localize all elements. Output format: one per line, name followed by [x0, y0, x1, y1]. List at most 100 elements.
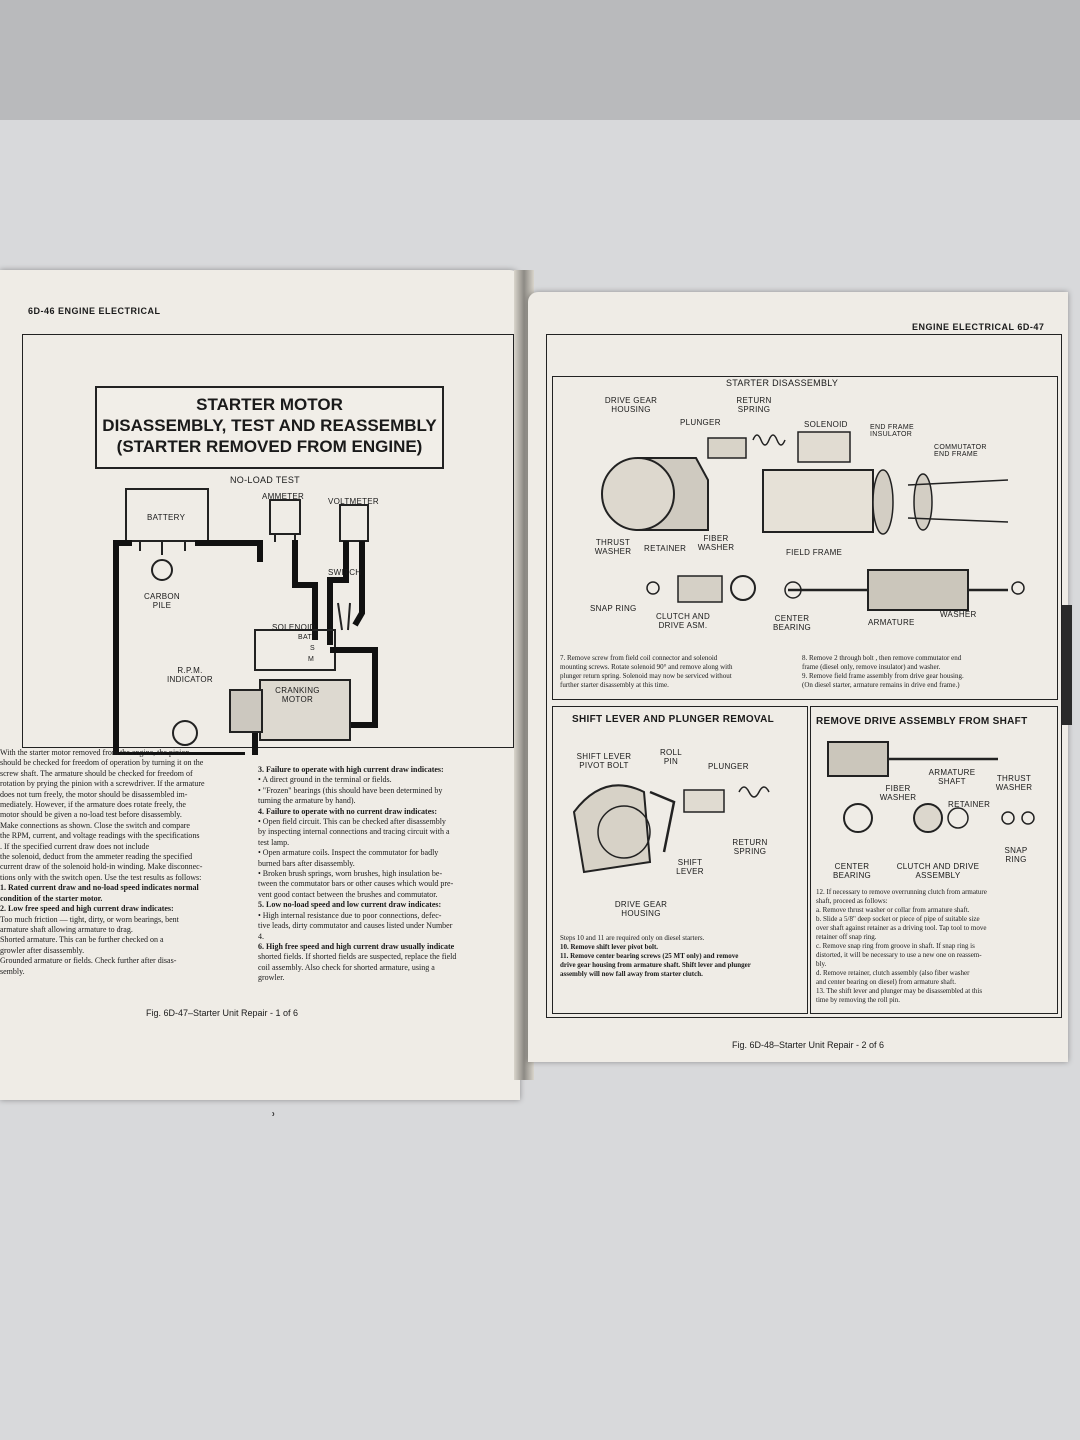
text-line: . If the specified current draw does not… — [0, 841, 150, 851]
drive-assembly-text: 12. If necessary to remove overrunning c… — [816, 888, 1056, 1005]
shift-return-spring-label: RETURN SPRING — [732, 838, 768, 856]
m-terminal-label: M — [308, 656, 315, 663]
drive-assembly-drawing — [827, 741, 1035, 833]
commutator-end-frame-label: COMMUTATOR END FRAME — [934, 444, 987, 458]
disassembly-title: STARTER DISASSEMBLY — [726, 378, 839, 388]
text-line: 1. Rated current draw and no-load speed … — [0, 883, 199, 893]
text-line: screw shaft. The armature should be chec… — [0, 768, 193, 778]
plunger-label: PLUNGER — [680, 418, 721, 427]
text-line: motor should be given a no-load test bef… — [0, 810, 182, 820]
text-line: • High internal resistance due to poor c… — [258, 910, 442, 920]
text-line: plunger return spring. Solenoid may now … — [560, 672, 732, 680]
text-line: 10. Remove shift lever pivot bolt. — [560, 943, 659, 951]
ammeter-label: AMMETER — [262, 492, 305, 501]
text-line: • Broken brush springs, worn brushes, hi… — [258, 869, 443, 879]
shift-lever-text: Steps 10 and 11 are required only on die… — [560, 934, 804, 979]
disassembly-text-right: 8. Remove 2 through bolt , then remove c… — [802, 654, 1052, 690]
shift-plunger-label: PLUNGER — [708, 762, 749, 771]
shift-lever-title: SHIFT LEVER AND PLUNGER REMOVAL — [572, 714, 775, 725]
text-line: 4. Failure to operate with no current dr… — [258, 806, 438, 816]
carbon-pile-label: CARBON PILE — [143, 592, 181, 610]
shift-lever-drawing — [572, 784, 770, 874]
right-figure-frame — [546, 334, 1062, 1018]
text-line: Grounded armature or fields. Check furth… — [0, 956, 177, 966]
cranking-motor-label: CRANKING MOTOR — [275, 686, 320, 704]
text-line: a. Remove thrust washer or collar from a… — [816, 906, 970, 914]
text-line: current draw of the solenoid hold-in win… — [0, 862, 203, 872]
text-line: over shaft against retainer as a driving… — [816, 924, 987, 932]
text-line: 8. Remove 2 through bolt , then remove c… — [802, 654, 962, 662]
drive-fiber-washer-label: FIBER WASHER — [879, 784, 917, 802]
text-line: sembly. — [0, 966, 25, 976]
right-page: ENGINE ELECTRICAL 6D-47 STARTER DISASSEM… — [528, 292, 1068, 1062]
text-line: 11. Remove center bearing screws (25 MT … — [560, 952, 739, 960]
text-line: distorted, it will be necessary to use a… — [816, 951, 982, 959]
text-line: Make connections as shown. Close the swi… — [0, 820, 190, 830]
text-line: drive gear housing from armature shaft. … — [560, 961, 751, 969]
text-line: time by removing the roll pin. — [816, 996, 900, 1004]
roll-pin-label: ROLL PIN — [659, 748, 683, 766]
shift-lever-panel — [552, 706, 808, 1014]
left-text-column-2: 3. Failure to operate with high current … — [258, 765, 494, 984]
drive-assembly-panel — [810, 706, 1058, 1014]
starter-exploded-view — [601, 431, 1025, 611]
solenoid-label: SOLENOID — [272, 623, 316, 632]
text-line: tive leads, dirty commutator and causes … — [258, 921, 453, 931]
drive-thrust-washer-label: THRUST WASHER — [995, 774, 1033, 792]
return-spring-label: RETURN SPRING — [736, 396, 772, 414]
end-frame-insulator-label: END FRAME INSULATOR — [870, 424, 914, 438]
text-line: • "Frozen" bearings (this should have be… — [258, 785, 443, 795]
right-page-header: ENGINE ELECTRICAL 6D-47 — [912, 322, 1045, 332]
voltmeter-label: VOLTMETER — [328, 497, 380, 506]
s-terminal-label: S — [310, 645, 315, 652]
fiber-washer-label: FIBER WASHER — [697, 534, 735, 552]
text-line: further starter disassembly at this time… — [560, 681, 669, 689]
text-line: rotation by prying the pinion with a scr… — [0, 779, 205, 789]
shift-drive-gear-housing-label: DRIVE GEAR HOUSING — [614, 900, 668, 918]
armature-label: ARMATURE — [868, 618, 915, 627]
solenoid-label: SOLENOID — [804, 420, 848, 429]
text-line: test lamp. — [258, 837, 290, 847]
text-line: 13. The shift lever and plunger may be d… — [816, 987, 983, 995]
page-edge-tab — [1062, 605, 1072, 725]
text-line: the RPM, current, and voltage readings w… — [0, 831, 200, 841]
drive-snap-ring-label: SNAP RING — [1004, 846, 1028, 864]
drive-center-bearing-label: CENTER BEARING — [832, 862, 872, 880]
text-line: mediately. However, if the armature does… — [0, 800, 186, 810]
text-line: 9. Remove field frame assembly from driv… — [802, 672, 964, 680]
text-line: assembly will now fall away from starter… — [560, 970, 703, 978]
armature-shaft-label: ARMATURE SHAFT — [928, 768, 976, 786]
table-mark: ˒ — [270, 1100, 277, 1122]
disassembly-panel — [552, 376, 1058, 700]
switch-label: SWITCH — [328, 568, 362, 577]
text-line: Too much friction — tight, dirty, or wor… — [0, 914, 179, 924]
text-line: 3. Failure to operate with high current … — [258, 765, 444, 774]
shift-lever-label: SHIFT LEVER — [676, 858, 704, 876]
text-line: does not turn freely, the motor should b… — [0, 789, 188, 799]
left-figure-frame — [22, 334, 514, 748]
text-line: armature shaft allowing armature to drag… — [0, 924, 133, 934]
text-line: and center bearing on diesel) from armat… — [816, 978, 956, 986]
rpm-indicator-label: R.P.M. INDICATOR — [167, 666, 213, 684]
drive-clutch-label: CLUTCH AND DRIVE ASSEMBLY — [896, 862, 980, 880]
text-line: bly. — [816, 960, 827, 968]
text-line: shaft, proceed as follows: — [816, 897, 888, 905]
text-line: • Open armature coils. Inspect the commu… — [258, 848, 439, 858]
center-bearing-label: CENTER BEARING — [772, 614, 812, 632]
text-line: growler. — [258, 973, 285, 983]
battery-label: BATTERY — [147, 513, 186, 522]
text-line: c. Remove snap ring from groove in shaft… — [816, 942, 975, 950]
text-line: With the starter motor removed from the … — [0, 748, 190, 757]
field-frame-label: FIELD FRAME — [786, 548, 843, 557]
left-text-column-1: With the starter motor removed from the … — [0, 748, 238, 977]
text-line: shorted fields. If shorted fields are su… — [258, 952, 457, 962]
text-line: b. Slide a 5/8" deep socket or piece of … — [816, 915, 980, 923]
drive-assembly-title: REMOVE DRIVE ASSEMBLY FROM SHAFT — [816, 716, 1028, 727]
text-line: burned bars after disassembly. — [258, 858, 355, 868]
right-figure-caption: Fig. 6D-48–Starter Unit Repair - 2 of 6 — [732, 1040, 885, 1050]
text-line: turning the armature by hand). — [258, 796, 356, 806]
no-load-test-wiring-diagram — [113, 488, 378, 755]
text-line: growler after disassembly. — [0, 945, 85, 955]
text-line: 5. Low no-load speed and low current dra… — [258, 900, 442, 910]
thrust-washer-label: THRUST WASHER — [594, 538, 632, 556]
